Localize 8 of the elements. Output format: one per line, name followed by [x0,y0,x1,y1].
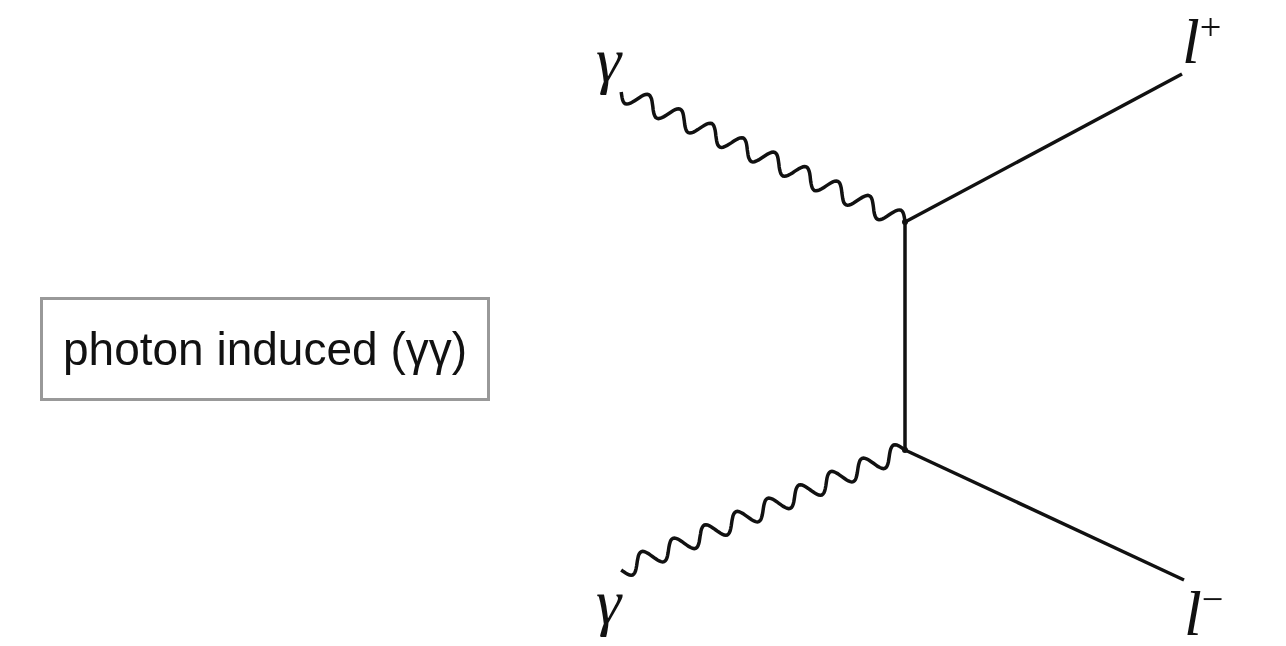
process-label-box: photon induced (γγ) [40,297,491,401]
photon-line [619,91,907,223]
photon-line [620,443,906,577]
particle-label: l$^{+}$ [1182,8,1222,75]
particle-label: l$^{−}$ [1184,580,1224,646]
fermion-line [903,222,907,450]
vertex-dot [902,219,908,225]
vertex-dot [902,447,908,453]
